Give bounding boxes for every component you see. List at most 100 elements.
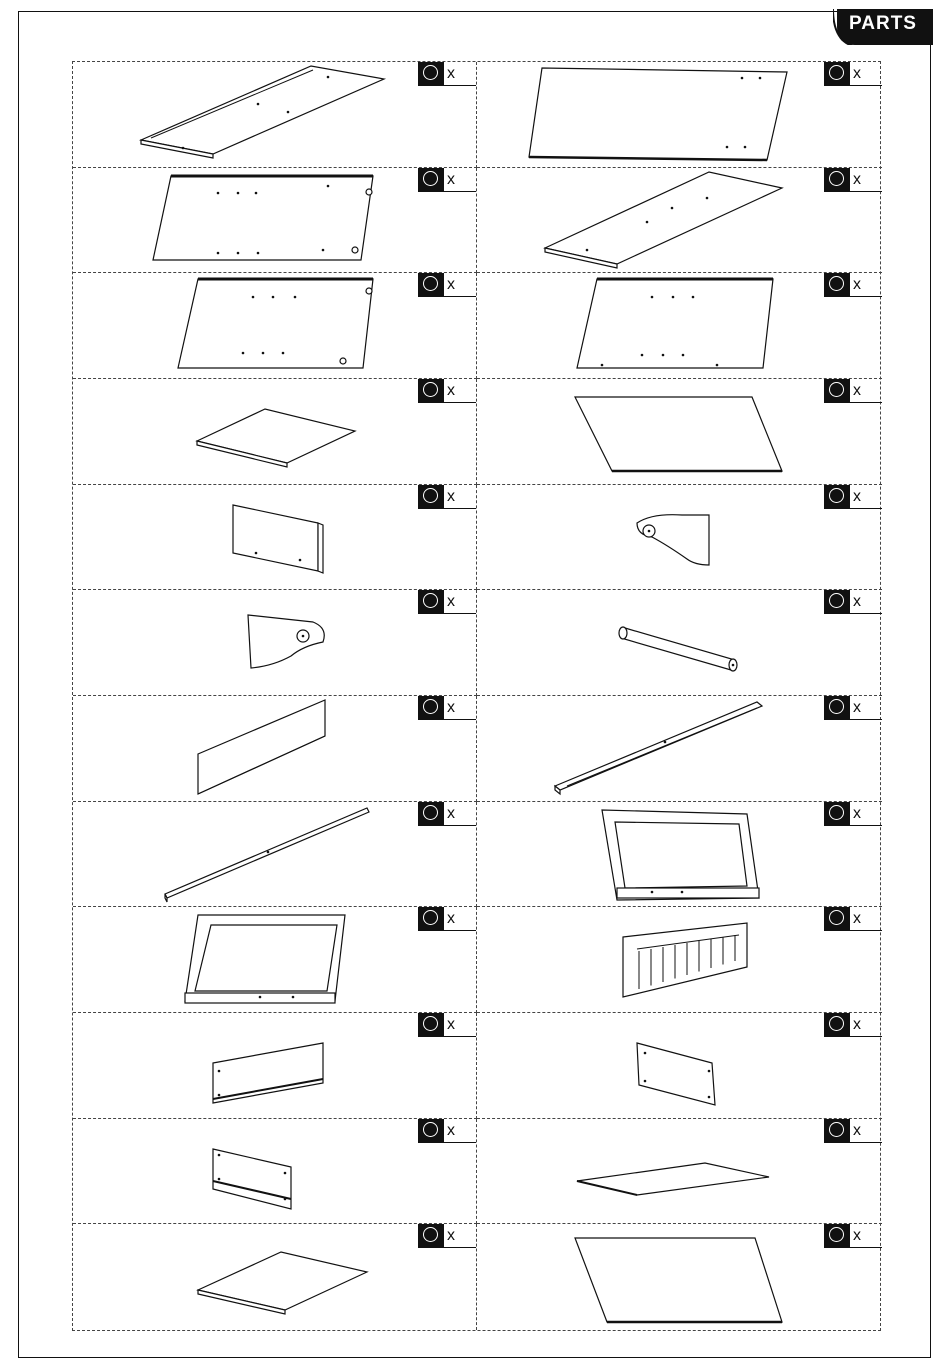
quantity-label: x <box>447 593 455 611</box>
part-number-marker <box>419 485 444 508</box>
part-number-marker <box>825 1224 850 1247</box>
part-cell: x <box>477 1119 882 1225</box>
parts-tab: PARTS <box>833 9 933 45</box>
circle-icon <box>423 1227 438 1242</box>
part-illustration <box>73 62 477 167</box>
part-cell: x <box>73 273 477 379</box>
part-illustration <box>73 907 477 1012</box>
quantity-label: x <box>853 1122 861 1140</box>
quantity-label: x <box>853 1227 861 1245</box>
part-cell: x <box>477 802 882 908</box>
parts-grid: x x x x x x x x x x x x x x x x x x x x x x x x <box>72 61 881 1331</box>
part-illustration <box>477 62 881 167</box>
circle-icon <box>423 488 438 503</box>
quantity-label: x <box>853 65 861 83</box>
circle-icon <box>423 805 438 820</box>
part-illustration <box>73 379 477 484</box>
quantity-label: x <box>447 910 455 928</box>
part-cell: x <box>477 273 882 379</box>
part-cell: x <box>73 1224 477 1330</box>
part-illustration <box>73 1224 477 1329</box>
part-number-marker <box>419 696 444 719</box>
part-number-marker <box>419 1013 444 1036</box>
quantity-label: x <box>447 382 455 400</box>
circle-icon <box>829 171 844 186</box>
quantity-label: x <box>853 171 861 189</box>
part-illustration <box>73 168 477 273</box>
circle-icon <box>423 382 438 397</box>
part-number-marker <box>825 273 850 296</box>
part-number-marker <box>825 62 850 85</box>
circle-icon <box>829 1227 844 1242</box>
quantity-label: x <box>447 699 455 717</box>
part-illustration <box>477 379 881 484</box>
circle-icon <box>829 593 844 608</box>
quantity-box: x <box>824 379 882 403</box>
part-number-marker <box>825 1119 850 1142</box>
part-number-marker <box>825 802 850 825</box>
quantity-box: x <box>418 1119 476 1143</box>
quantity-box: x <box>418 62 476 86</box>
part-cell: x <box>73 802 477 908</box>
quantity-label: x <box>853 1016 861 1034</box>
quantity-label: x <box>447 171 455 189</box>
part-illustration <box>73 1013 477 1118</box>
part-number-marker <box>825 379 850 402</box>
quantity-box: x <box>824 696 882 720</box>
quantity-box: x <box>418 907 476 931</box>
parts-title: PARTS <box>849 13 917 35</box>
quantity-label: x <box>853 805 861 823</box>
quantity-label: x <box>447 1122 455 1140</box>
part-number-marker <box>825 696 850 719</box>
quantity-label: x <box>853 699 861 717</box>
quantity-box: x <box>418 1013 476 1037</box>
quantity-box: x <box>824 907 882 931</box>
quantity-label: x <box>853 382 861 400</box>
part-number-marker <box>419 62 444 85</box>
quantity-box: x <box>824 485 882 509</box>
part-number-marker <box>419 802 444 825</box>
circle-icon <box>829 1122 844 1137</box>
quantity-label: x <box>447 805 455 823</box>
part-illustration <box>73 1119 477 1224</box>
quantity-label: x <box>447 276 455 294</box>
quantity-box: x <box>418 802 476 826</box>
circle-icon <box>423 276 438 291</box>
quantity-box: x <box>418 168 476 192</box>
circle-icon <box>423 65 438 80</box>
part-illustration <box>477 907 881 1012</box>
part-cell: x <box>477 485 882 591</box>
part-cell: x <box>73 907 477 1013</box>
part-illustration <box>477 168 881 273</box>
part-cell: x <box>477 907 882 1013</box>
part-cell: x <box>477 590 882 696</box>
quantity-box: x <box>418 379 476 403</box>
part-number-marker <box>825 907 850 930</box>
quantity-box: x <box>824 802 882 826</box>
circle-icon <box>423 910 438 925</box>
part-illustration <box>73 802 477 907</box>
quantity-box: x <box>418 696 476 720</box>
circle-icon <box>423 1122 438 1137</box>
part-illustration <box>477 696 881 801</box>
part-illustration <box>477 485 881 590</box>
quantity-box: x <box>824 168 882 192</box>
quantity-box: x <box>418 590 476 614</box>
part-cell: x <box>477 168 882 274</box>
part-number-marker <box>419 273 444 296</box>
quantity-label: x <box>853 593 861 611</box>
part-cell: x <box>73 696 477 802</box>
quantity-box: x <box>418 485 476 509</box>
circle-icon <box>829 276 844 291</box>
quantity-label: x <box>853 488 861 506</box>
part-cell: x <box>73 1013 477 1119</box>
quantity-box: x <box>824 1119 882 1143</box>
part-number-marker <box>419 379 444 402</box>
part-cell: x <box>477 379 882 485</box>
circle-icon <box>829 699 844 714</box>
part-illustration <box>477 1013 881 1118</box>
quantity-box: x <box>418 273 476 297</box>
quantity-box: x <box>824 273 882 297</box>
part-illustration <box>73 273 477 378</box>
part-cell: x <box>73 1119 477 1225</box>
